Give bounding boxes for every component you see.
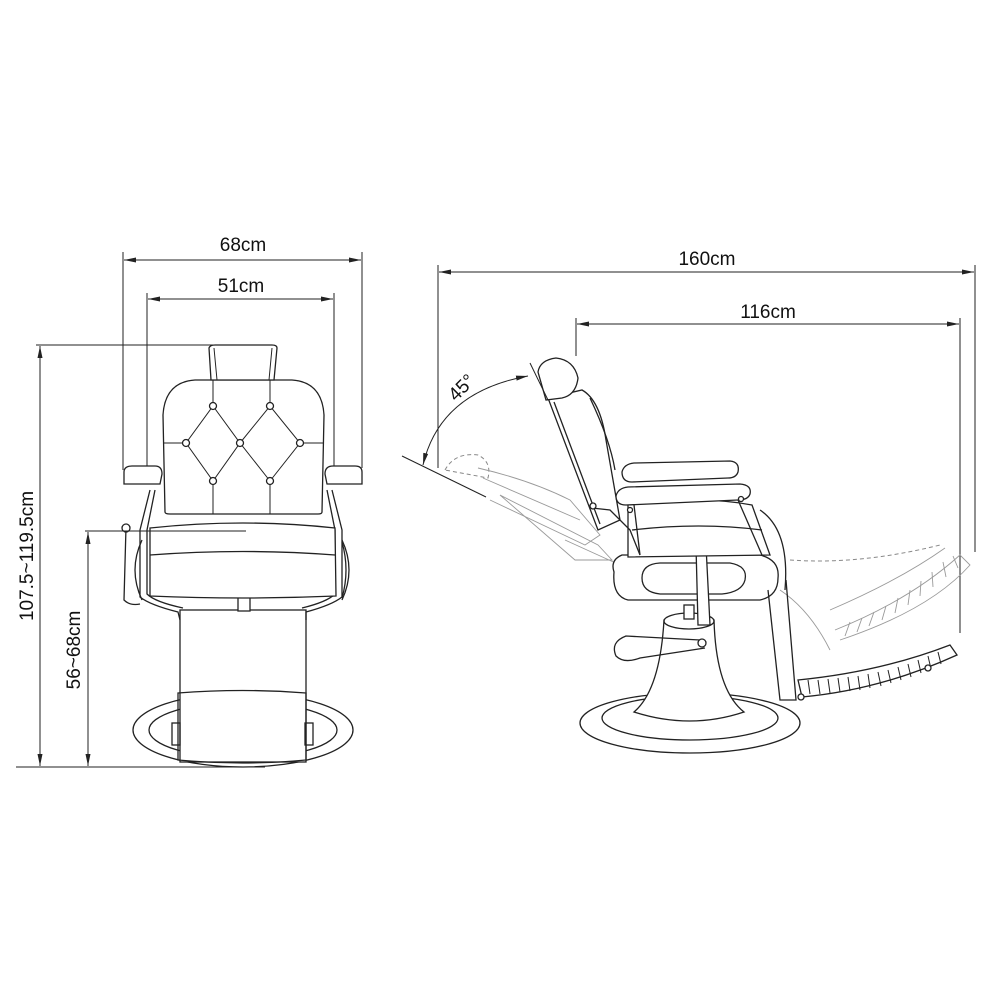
side-view-chair xyxy=(444,357,971,754)
reclined-ghost xyxy=(444,454,971,651)
tufting-pattern xyxy=(163,380,323,514)
armrest-side-near xyxy=(615,483,751,506)
headrest xyxy=(208,344,278,381)
seat-base-housing xyxy=(612,554,779,601)
footrest xyxy=(177,689,307,764)
seat-cushion xyxy=(149,522,337,599)
front-view-chair xyxy=(100,344,363,768)
backrest-side xyxy=(547,389,621,531)
upright-length-label: 116cm xyxy=(740,302,796,323)
dimension-seat-width: 51cm xyxy=(146,276,335,470)
dimension-upright-length: 116cm xyxy=(575,302,961,633)
headrest-side xyxy=(537,357,579,401)
overall-width-label: 68cm xyxy=(220,235,266,256)
footrest-side xyxy=(797,644,958,698)
seat-height-label: 56~68cm xyxy=(64,611,85,690)
hydraulic-base xyxy=(632,619,746,722)
recline-angle-label: 45° xyxy=(445,371,480,406)
overall-height-label: 107.5~119.5cm xyxy=(17,491,38,621)
reclined-length-label: 160cm xyxy=(678,249,735,270)
armrest-side-far xyxy=(621,460,739,483)
seat-width-label: 51cm xyxy=(218,276,264,297)
armrest-left xyxy=(123,465,163,485)
footrest-slats xyxy=(807,651,942,695)
pedestal xyxy=(179,609,307,763)
dimension-overall-width: 68cm xyxy=(122,235,363,470)
armrest-right xyxy=(324,465,363,485)
dimension-recline-angle: 45° xyxy=(401,371,529,498)
